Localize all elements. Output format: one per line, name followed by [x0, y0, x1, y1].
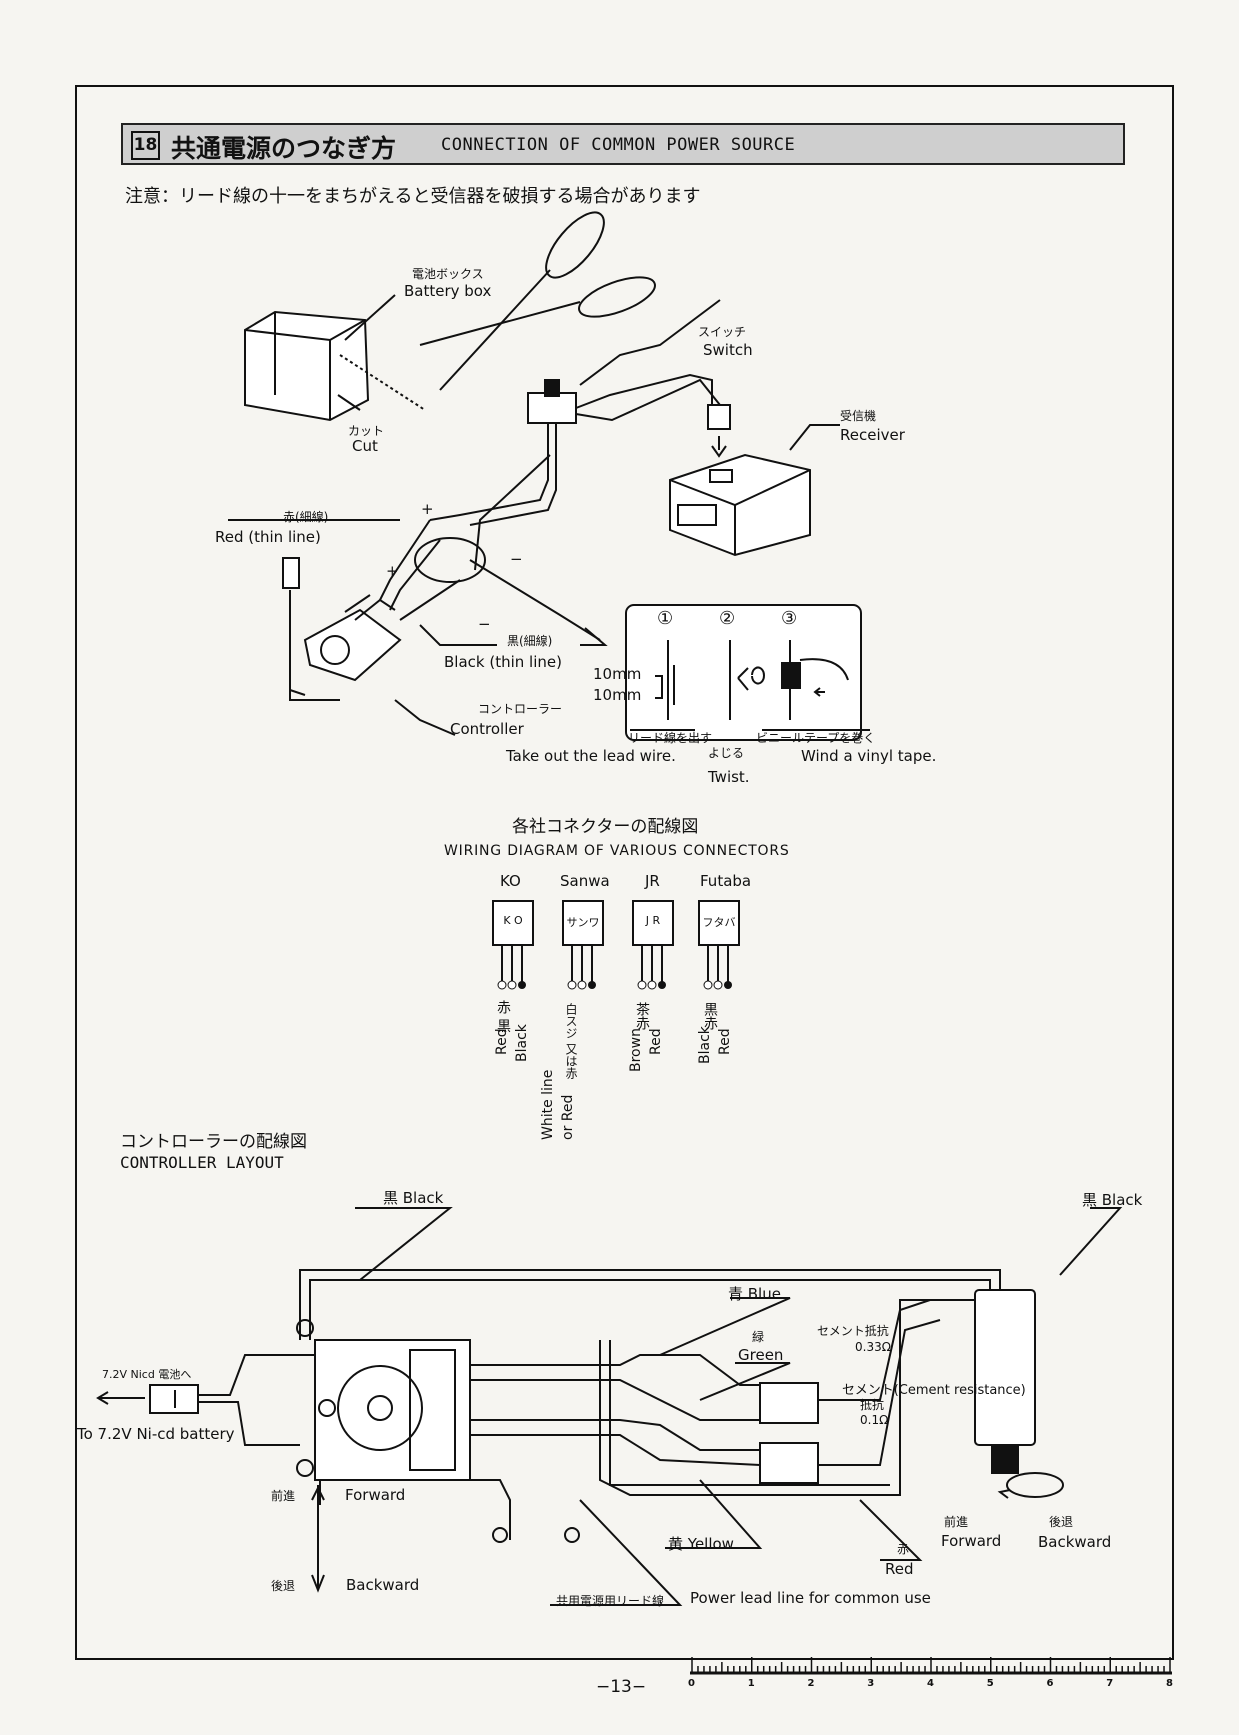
cement-resistor-1-value: 0.33Ω: [855, 1340, 891, 1354]
section-header: 18 共通電源のつなぎ方 CONNECTION OF COMMON POWER …: [121, 123, 1125, 165]
motor-backward-label: Backward: [1038, 1533, 1112, 1551]
step-3-number: ③: [781, 608, 798, 629]
red-thin-label: Red (thin line): [215, 528, 321, 546]
page-frame: [75, 85, 1174, 1660]
plus-sign: +: [386, 562, 399, 580]
red-thin-label-jp: 赤(細線): [283, 510, 329, 524]
connectors-title: WIRING DIAGRAM OF VARIOUS CONNECTORS: [444, 843, 790, 859]
cement-resistor-2-value: 0.1Ω: [860, 1413, 889, 1427]
sanwa-colors-jp: 白スジ 又は赤: [564, 1003, 578, 1079]
futaba-red-label: Red: [717, 1028, 733, 1055]
black-wire-label-right: 黒 Black: [1082, 1191, 1143, 1209]
connectors-title-jp: 各社コネクターの配線図: [512, 817, 699, 837]
page-number: −13−: [596, 1677, 647, 1697]
sanwa-white-line-label: White line: [540, 1069, 556, 1140]
caution-text: 注意：リード線の十一をまちがえると受信器を破損する場合があります: [125, 186, 701, 207]
cement-resistor-1-label: セメント抵抗: [817, 1324, 889, 1338]
twist-label-jp: よじる: [708, 746, 745, 760]
step-1-number: ①: [657, 608, 674, 629]
forward-label-jp: 前進: [271, 1489, 296, 1503]
dimension-1: 10mm: [593, 665, 642, 683]
battery-box-label: Battery box: [404, 282, 492, 300]
yellow-wire-label: 黄 Yellow: [668, 1535, 734, 1553]
layout-title-jp: コントローラーの配線図: [120, 1132, 307, 1152]
battery-label-jp: 7.2V Nicd 電池へ: [102, 1368, 192, 1381]
power-lead-label-jp: 共用電源用リード線: [556, 1594, 665, 1608]
ruler-label: 0: [688, 1678, 695, 1689]
connector-futaba: フタバ: [698, 900, 740, 946]
cement-resistor-2-label: セメント(Cement resistance): [842, 1383, 1026, 1398]
red-wire-label: Red: [885, 1560, 914, 1578]
battery-label: To 7.2V Ni-cd battery: [77, 1425, 235, 1443]
switch-label: Switch: [703, 341, 753, 359]
section-title-jp: 共通電源のつなぎ方: [171, 134, 397, 163]
receiver-label: Receiver: [840, 426, 905, 444]
vinyl-tape-label-jp: ビニールテープを巻く: [756, 731, 876, 745]
red-wire-label-jp: 赤: [897, 1542, 910, 1556]
connector-sanwa-label: サンワ: [566, 916, 600, 929]
connector-ko-label: K O: [503, 914, 523, 927]
ruler-label: 7: [1106, 1678, 1114, 1689]
battery-box-label-jp: 電池ボックス: [412, 267, 484, 281]
jr-colors-jp: 茶赤: [634, 1002, 650, 1030]
twist-label: Twist.: [708, 768, 750, 786]
motor-forward-label: Forward: [941, 1532, 1002, 1550]
futaba-colors-jp: 黒赤: [702, 1002, 718, 1030]
black-thin-label-jp: 黒(細線): [507, 634, 553, 648]
cut-label-jp: カット: [348, 424, 385, 438]
black-wire-label-left: 黒 Black: [383, 1189, 444, 1207]
plus-sign: +: [421, 500, 434, 518]
section-title-en: CONNECTION OF COMMON POWER SOURCE: [441, 135, 796, 155]
connector-ko: K O: [492, 900, 534, 946]
ruler-label: 8: [1166, 1678, 1173, 1689]
motor-backward-label-jp: 後退: [1049, 1515, 1074, 1529]
connector-jr: J R: [632, 900, 674, 946]
controller-label: Controller: [450, 720, 524, 738]
section-number: 18: [131, 131, 160, 160]
green-wire-label: Green: [738, 1346, 784, 1364]
green-wire-label-jp: 緑: [752, 1330, 765, 1344]
jr-brown-label: Brown: [628, 1028, 644, 1072]
cut-label: Cut: [352, 437, 378, 455]
minus-sign: −: [510, 550, 523, 568]
ko-black-label: Black: [514, 1024, 530, 1062]
ruler-label: 2: [807, 1678, 815, 1689]
connector-sanwa: サンワ: [562, 900, 604, 946]
futaba-black-label: Black: [697, 1026, 713, 1064]
connector-name-futaba: Futaba: [700, 872, 752, 890]
connector-futaba-label: フタバ: [702, 916, 736, 929]
connector-name-ko: KO: [500, 872, 521, 890]
jr-red-label: Red: [648, 1028, 664, 1055]
minus-sign: −: [478, 615, 491, 633]
vinyl-tape-label: Wind a vinyl tape.: [801, 747, 937, 765]
power-lead-label: Power lead line for common use: [690, 1589, 931, 1607]
lead-wire-label: Take out the lead wire.: [506, 747, 676, 765]
lead-wire-label-jp: リード線を出す: [628, 731, 713, 745]
receiver-label-jp: 受信機: [840, 409, 877, 423]
forward-label: Forward: [345, 1486, 406, 1504]
connector-jr-label: J R: [645, 914, 661, 927]
controller-label-jp: コントローラー: [478, 702, 563, 716]
ruler-label: 5: [986, 1678, 994, 1689]
backward-label-jp: 後退: [271, 1579, 296, 1593]
cement-resistor-2-label-2: 抵抗: [860, 1398, 885, 1412]
sanwa-or-red-label: or Red: [560, 1094, 576, 1140]
layout-title: CONTROLLER LAYOUT: [120, 1153, 284, 1172]
connector-name-jr: JR: [645, 872, 660, 890]
blue-wire-label: 青 Blue: [728, 1285, 781, 1303]
ko-colors-jp: 赤 黒: [495, 1000, 511, 1033]
ruler-label: 1: [747, 1678, 755, 1689]
step-2-number: ②: [719, 608, 736, 629]
ko-red-label: Red: [494, 1028, 510, 1055]
backward-label: Backward: [346, 1576, 420, 1594]
connector-name-sanwa: Sanwa: [560, 872, 610, 890]
switch-label-jp: スイッチ: [698, 325, 747, 339]
motor-forward-label-jp: 前進: [944, 1515, 969, 1529]
ruler-label: 3: [867, 1678, 875, 1689]
dimension-2: 10mm: [593, 686, 642, 704]
ruler-label: 4: [927, 1678, 934, 1689]
black-thin-label: Black (thin line): [444, 653, 562, 671]
ruler-label: 6: [1046, 1678, 1054, 1689]
